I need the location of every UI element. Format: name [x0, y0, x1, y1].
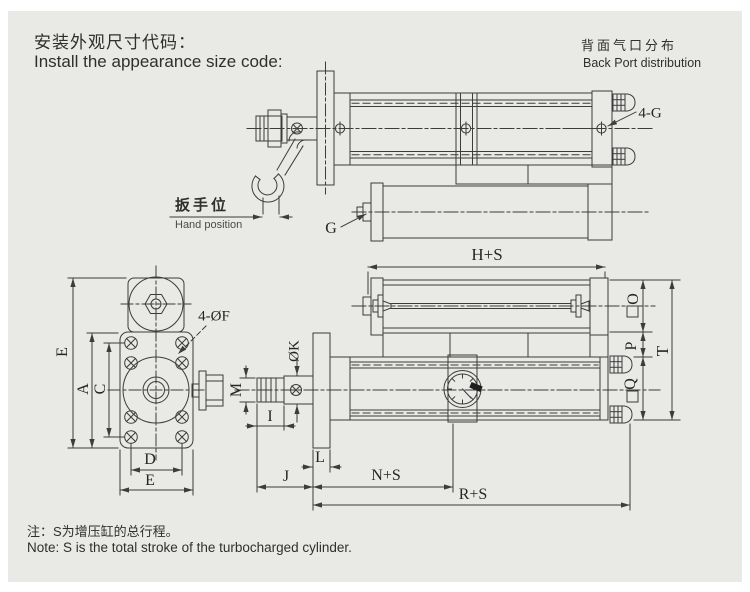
- dim-label-t: T: [653, 345, 672, 357]
- dim-label-g: G: [325, 220, 337, 237]
- dim-label-4of: 4-ØF: [198, 308, 230, 325]
- dim-label-p: P: [623, 341, 640, 351]
- dim-label-n-s: N+S: [371, 467, 401, 484]
- dim-label-c: C: [92, 383, 109, 395]
- note-en: Note: S is the total stroke of the turbo…: [27, 540, 352, 555]
- wrench-symbol: [169, 131, 308, 220]
- dim-label-h-s: H+S: [471, 245, 503, 264]
- note-zh: 注：S为增压缸的总行程。: [27, 524, 179, 539]
- hand-position-label-en: Hand position: [175, 219, 243, 231]
- dim-label-e-bottom: E: [145, 472, 155, 489]
- hand-position-label-zh: 扳手位: [175, 197, 230, 214]
- back-port-label-zh: 背面气口分布: [581, 38, 678, 53]
- dim-label-m: M: [228, 382, 245, 398]
- back-port-label-en: Back Port distribution: [583, 56, 702, 70]
- page-title-zh: 安装外观尺寸代码：: [34, 33, 196, 52]
- dim-label-ok: ØK: [286, 340, 303, 362]
- dim-label-j: J: [282, 468, 290, 485]
- front-view-drawing: [67, 265, 224, 496]
- dim-label-4g: 4-G: [638, 105, 662, 122]
- dim-label-r-s: R+S: [458, 486, 488, 503]
- dim-label-l: L: [315, 449, 325, 466]
- assembly-view-drawing: [234, 277, 661, 449]
- dimension-lines: [239, 264, 681, 511]
- side-view-drawing: [246, 61, 656, 242]
- dim-label-q: Q: [622, 378, 639, 390]
- dim-label-e-side: E: [54, 347, 71, 357]
- dim-label-d: D: [144, 451, 156, 468]
- dim-label-i: I: [267, 408, 273, 425]
- dim-label-o: O: [625, 293, 642, 305]
- page-title-en: Install the appearance size code:: [34, 52, 283, 71]
- dim-label-a: A: [75, 383, 92, 395]
